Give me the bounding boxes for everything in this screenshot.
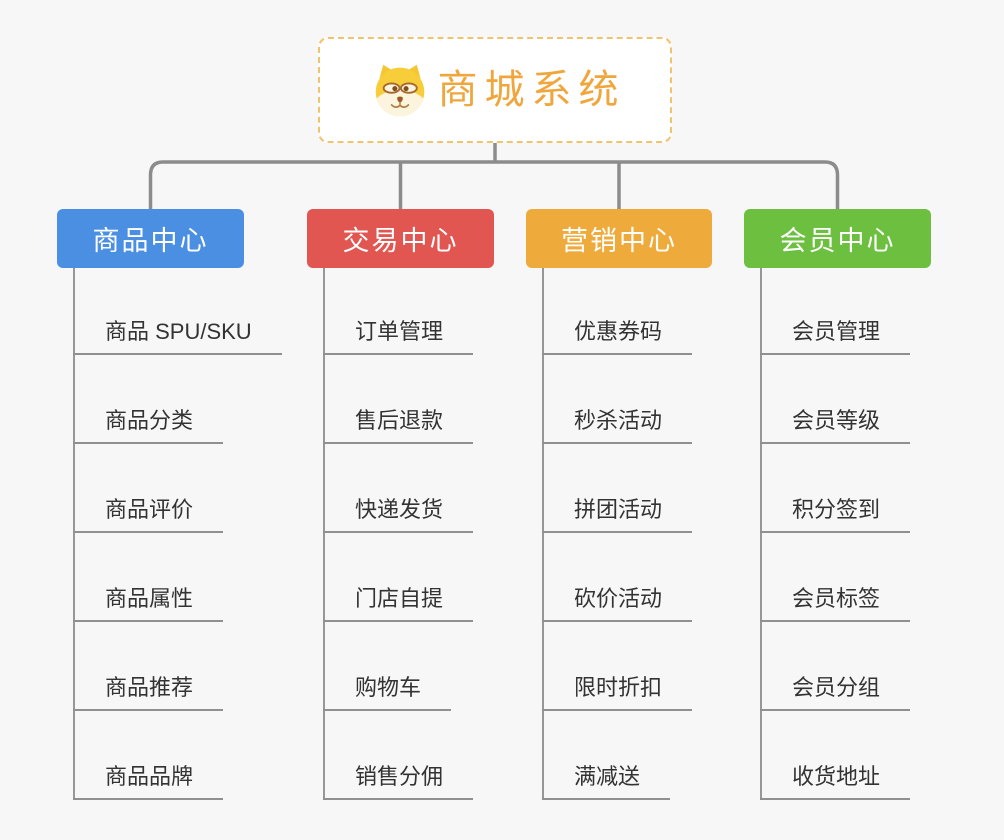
leaf-node[interactable]: 商品品牌 (73, 762, 224, 800)
leaf-node[interactable]: 订单管理 (323, 317, 474, 355)
branch-node-marketing-center[interactable]: 营销中心 (526, 209, 712, 268)
leaf-node[interactable]: 销售分佣 (323, 762, 474, 800)
leaf-node[interactable]: 门店自提 (323, 584, 474, 622)
leaf-node[interactable]: 快递发货 (323, 495, 474, 533)
leaf-node[interactable]: 商品属性 (73, 584, 224, 622)
leaf-node[interactable]: 会员管理 (760, 317, 911, 355)
leaf-node[interactable]: 售后退款 (323, 406, 474, 444)
child-connector-line (542, 268, 544, 800)
leaf-node[interactable]: 秒杀活动 (542, 406, 693, 444)
leaf-node[interactable]: 商品评价 (73, 495, 224, 533)
leaf-node[interactable]: 商品 SPU/SKU (73, 317, 282, 355)
branch-node-product-center[interactable]: 商品中心 (57, 209, 244, 268)
leaf-node[interactable]: 会员标签 (760, 584, 911, 622)
doge-face-icon (372, 63, 428, 117)
child-connector-line (73, 268, 75, 800)
branch-rail-line (148, 160, 840, 209)
branch-node-member-center[interactable]: 会员中心 (744, 209, 931, 268)
child-connector-line (760, 268, 762, 800)
leaf-node[interactable]: 收货地址 (760, 762, 911, 800)
leaf-node[interactable]: 商品推荐 (73, 673, 224, 711)
leaf-node[interactable]: 优惠券码 (542, 317, 693, 355)
leaf-node[interactable]: 限时折扣 (542, 673, 693, 711)
root-title: 商城系统 (437, 68, 626, 112)
leaf-node[interactable]: 购物车 (323, 673, 452, 711)
leaf-node[interactable]: 砍价活动 (542, 584, 693, 622)
leaf-node[interactable]: 商品分类 (73, 406, 224, 444)
leaf-node[interactable]: 会员分组 (760, 673, 911, 711)
leaf-node[interactable]: 积分签到 (760, 495, 911, 533)
branch-node-trade-center[interactable]: 交易中心 (307, 209, 494, 268)
leaf-node[interactable]: 拼团活动 (542, 495, 693, 533)
child-connector-line (323, 268, 325, 800)
leaf-node[interactable]: 会员等级 (760, 406, 911, 444)
root-node[interactable]: 商城系统 (318, 37, 672, 143)
leaf-node[interactable]: 满减送 (542, 762, 671, 800)
